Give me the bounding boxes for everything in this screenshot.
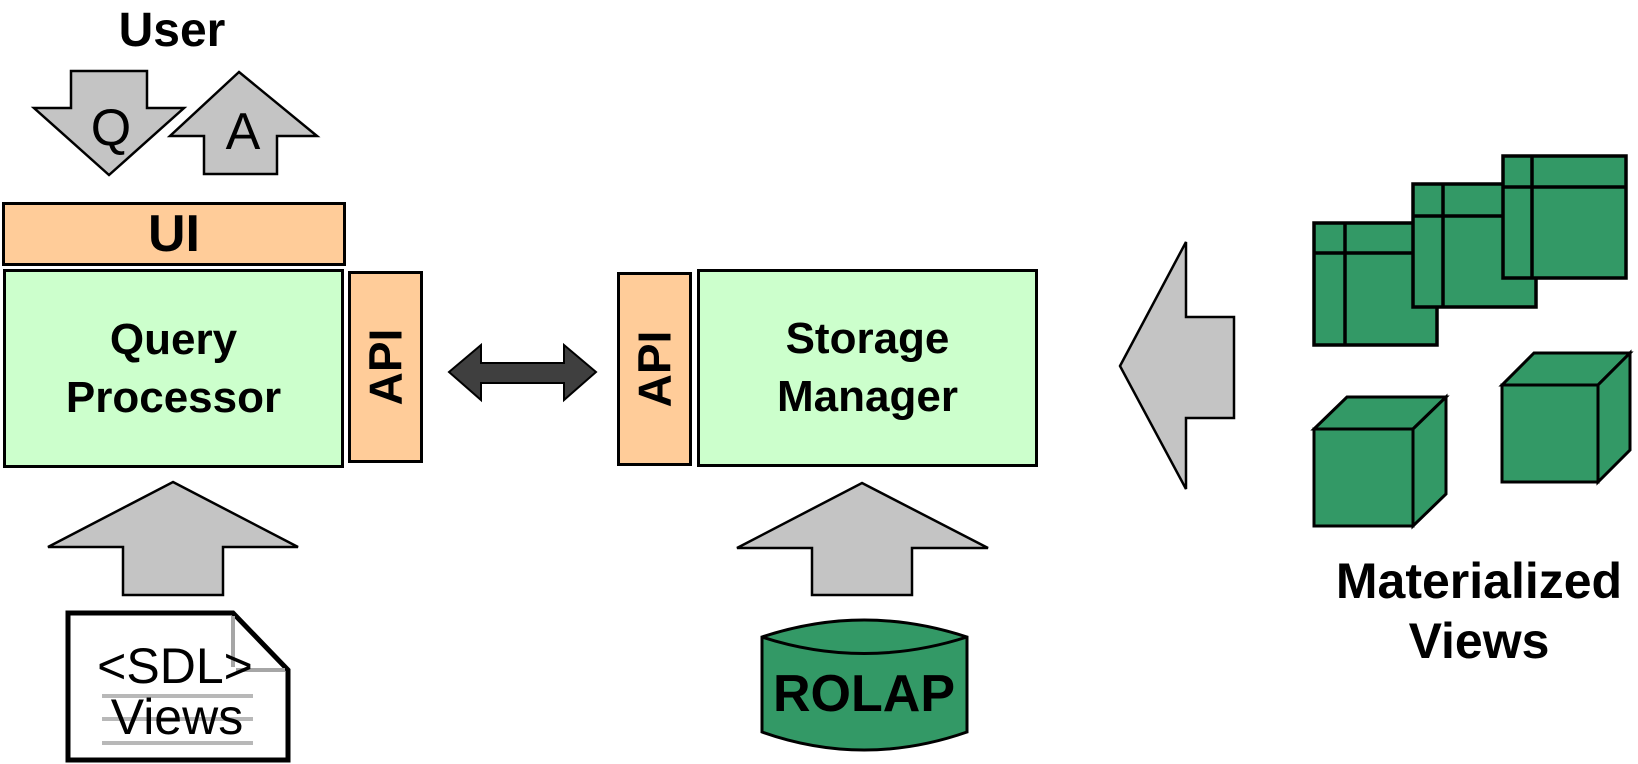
api-double-arrow-icon bbox=[447, 342, 598, 403]
rolap-label: ROLAP bbox=[773, 665, 955, 723]
sdl-up-arrow-icon bbox=[47, 480, 299, 597]
storage-manager-api-box: API bbox=[617, 272, 692, 466]
drum-top-inner-arc bbox=[761, 635, 968, 655]
rolap-up-arrow-icon bbox=[736, 481, 989, 597]
user-label: User bbox=[118, 4, 226, 57]
cube-face bbox=[1501, 154, 1628, 280]
data-cube-grid-icon bbox=[1501, 154, 1628, 280]
data-cube-3d-icon bbox=[1498, 349, 1634, 486]
query-processor-box: Query Processor bbox=[3, 269, 344, 468]
query-arrow-label: Q bbox=[90, 99, 132, 157]
sdl-document-icon bbox=[65, 610, 291, 763]
cube-front-face bbox=[1500, 383, 1600, 484]
query-down-arrow-icon bbox=[30, 69, 188, 177]
query-processor-label: Query Processor bbox=[65, 314, 282, 422]
sdl-document-title: <SDL> bbox=[97, 638, 253, 694]
rolap-drum-icon bbox=[760, 618, 969, 752]
views-left-arrow-icon bbox=[1118, 241, 1236, 490]
storage-manager-label: Storage Manager bbox=[777, 314, 958, 421]
api-label: API bbox=[359, 328, 412, 406]
ui-box: UI bbox=[2, 202, 346, 266]
query-processor-api-box: API bbox=[348, 271, 423, 463]
ui-box-label: UI bbox=[148, 205, 200, 263]
api-label: API bbox=[628, 330, 681, 408]
data-cube-3d-icon bbox=[1310, 393, 1450, 530]
answer-arrow-label: A bbox=[225, 103, 261, 161]
sdl-document-subtitle: Views bbox=[110, 689, 244, 745]
answer-up-arrow-icon bbox=[166, 70, 321, 176]
storage-manager-box: Storage Manager bbox=[697, 269, 1038, 467]
materialized-views-label: Materialized Views bbox=[1335, 553, 1623, 669]
drum-body bbox=[760, 618, 969, 752]
cube-front-face bbox=[1312, 427, 1415, 528]
